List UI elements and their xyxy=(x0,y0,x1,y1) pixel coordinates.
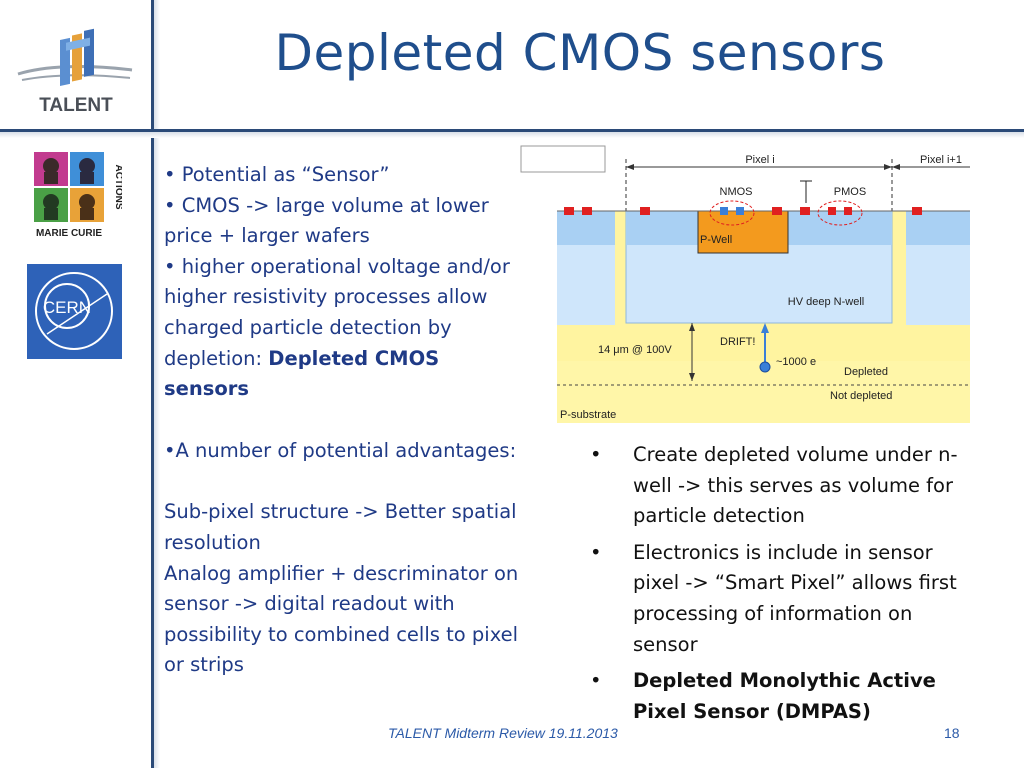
bullet-higher-voltage: • higher operational voltage and/or high… xyxy=(164,254,510,401)
svg-text:~1000 e: ~1000 e xyxy=(776,356,816,368)
cern-logo: CERN xyxy=(27,264,122,359)
bullet-marker: • xyxy=(590,540,602,564)
svg-text:P-substrate: P-substrate xyxy=(560,409,616,421)
sidebar-divider xyxy=(151,0,154,768)
svg-text:14 μm @ 100V: 14 μm @ 100V xyxy=(598,344,672,356)
svg-text:MARIE CURIE: MARIE CURIE xyxy=(36,228,102,239)
bullet-text: Electronics is include in sensor pixel -… xyxy=(633,540,957,656)
bullet-cmos-large-volume: • CMOS -> large volume at lower price + … xyxy=(164,193,489,248)
svg-text:TALENT: TALENT xyxy=(39,95,113,116)
bullet-potential-sensor: • Potential as “Sensor” xyxy=(164,163,390,186)
svg-text:PMOS: PMOS xyxy=(834,186,866,198)
slide-footer: TALENT Midterm Review 19.11.2013 xyxy=(388,725,618,741)
svg-text:Not depleted: Not depleted xyxy=(830,390,892,402)
svg-text:ACTIONS: ACTIONS xyxy=(113,165,122,210)
list-item: • Electronics is include in sensor pixel… xyxy=(590,538,970,660)
marie-curie-actions-logo: MARIE CURIE ACTIONS xyxy=(34,152,122,239)
page-number: 18 xyxy=(944,725,960,741)
sensor-cross-section-diagram: Pixel i Pixel i+1 HV deep N-well P-Well … xyxy=(520,145,970,423)
para-analog-amplifier: Analog amplifier + descriminator on sens… xyxy=(164,561,519,677)
bullet-marker: • xyxy=(590,443,602,466)
svg-text:NMOS: NMOS xyxy=(720,186,753,198)
svg-text:HV deep N-well: HV deep N-well xyxy=(788,296,864,308)
bullet-text: Create depleted volume under n-well -> t… xyxy=(633,443,958,528)
bullet-advantages: •A number of potential advantages: xyxy=(164,438,517,462)
left-column-text: • Potential as “Sensor” • CMOS -> large … xyxy=(164,160,524,681)
svg-text:Pixel i+1: Pixel i+1 xyxy=(920,154,962,166)
sidebar-shadow xyxy=(154,0,160,768)
bullet-text-bold: Depleted Monolythic Active Pixel Sensor … xyxy=(633,669,936,723)
svg-text:Depleted: Depleted xyxy=(844,366,888,378)
para-subpixel: Sub-pixel structure -> Better spatial re… xyxy=(164,500,517,554)
right-bullet-list: • Create depleted volume under n-well ->… xyxy=(590,440,970,733)
list-item: • Depleted Monolythic Active Pixel Senso… xyxy=(590,666,970,727)
talent-logo: TALENT xyxy=(17,28,133,116)
bullet-marker: • xyxy=(590,669,602,693)
svg-text:P-Well: P-Well xyxy=(700,234,732,246)
slide-title: Depleted CMOS sensors xyxy=(274,24,886,82)
svg-text:DRIFT!: DRIFT! xyxy=(720,336,755,348)
depleted-cmos-bold: Depleted CMOS sensors xyxy=(164,346,440,401)
header-shadow xyxy=(0,132,1024,138)
svg-text:Pixel i: Pixel i xyxy=(745,154,774,166)
list-item: • Create depleted volume under n-well ->… xyxy=(590,440,970,532)
svg-text:CERN: CERN xyxy=(43,298,91,317)
header-divider xyxy=(0,129,1024,132)
